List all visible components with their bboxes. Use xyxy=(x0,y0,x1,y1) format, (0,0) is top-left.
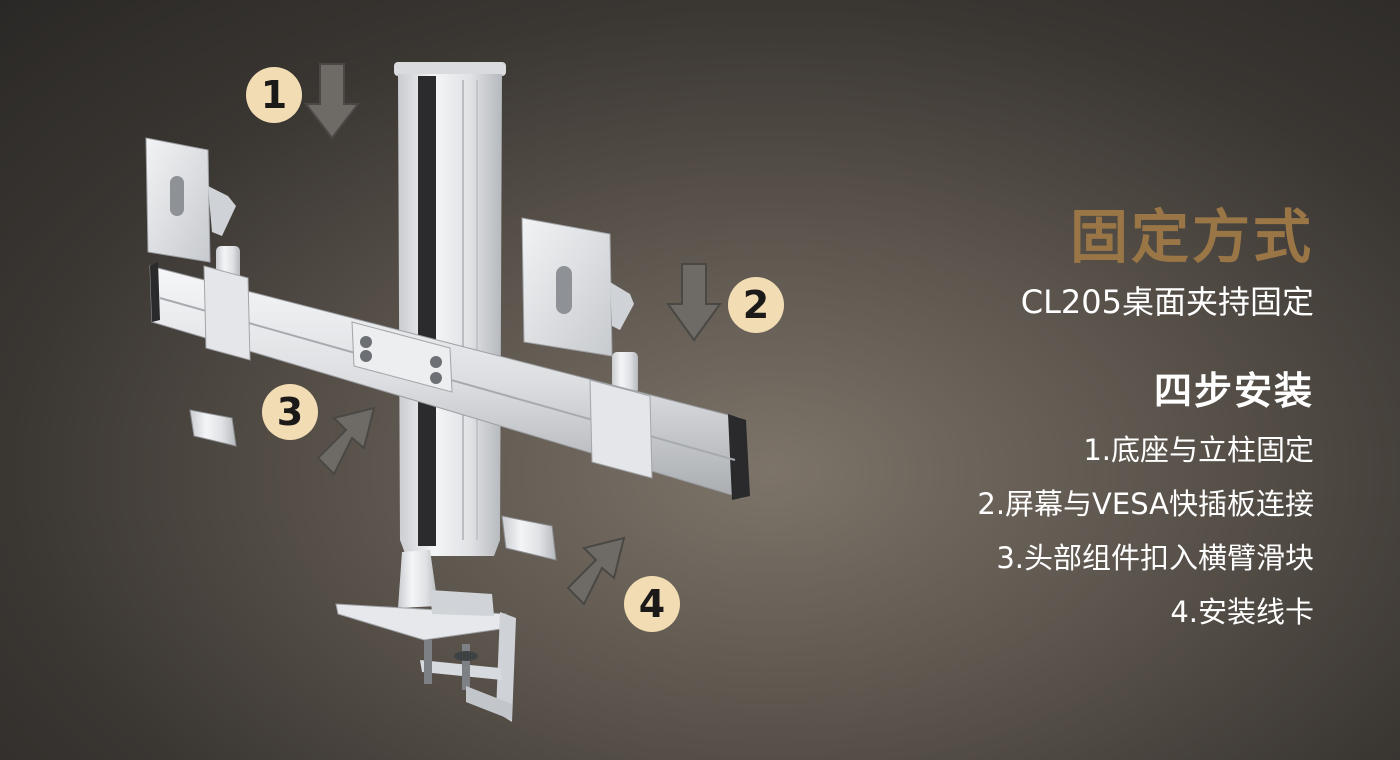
vertical-pole xyxy=(394,62,506,556)
step-item-3: 3.头部组件扣入横臂滑块 xyxy=(996,541,1314,575)
horizontal-crossbar xyxy=(149,262,750,500)
vesa-plate-right xyxy=(521,217,638,394)
info-panel: 固定方式 CL205桌面夹持固定 四步安装 1.底座与立柱固定 2.屏幕与VES… xyxy=(794,200,1314,632)
vesa-plate-left xyxy=(145,137,240,286)
desk-clamp-base xyxy=(335,550,516,722)
steps-heading: 四步安装 xyxy=(1153,369,1314,413)
step-badge-4: 4 xyxy=(624,576,680,632)
arrow-down-step-2 xyxy=(666,263,722,342)
step-badge-2: 2 xyxy=(728,277,784,333)
cable-clip-left xyxy=(189,409,237,447)
step-badge-1: 1 xyxy=(246,67,302,123)
product-subtitle: CL205桌面夹持固定 xyxy=(1020,283,1314,321)
step-badge-3: 3 xyxy=(262,384,318,440)
arrow-down-step-1 xyxy=(303,63,361,140)
step-item-2: 2.屏幕与VESA快插板连接 xyxy=(977,487,1314,521)
arrow-up-right-step-3 xyxy=(316,406,376,476)
cable-clip-right xyxy=(501,515,557,561)
arrow-up-right-step-4 xyxy=(566,536,626,606)
step-item-1: 1.底座与立柱固定 xyxy=(1083,433,1314,467)
page-title: 固定方式 xyxy=(1069,203,1314,271)
step-item-4: 4.安装线卡 xyxy=(1170,595,1314,629)
